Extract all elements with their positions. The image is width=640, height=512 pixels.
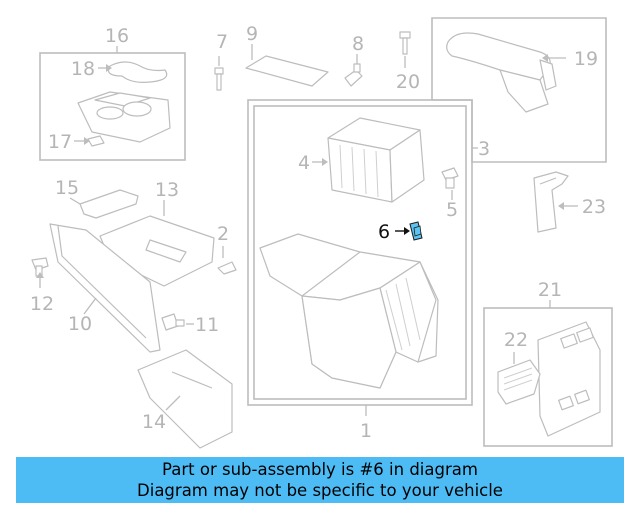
console-body-part[interactable] <box>259 233 439 389</box>
side-panel-10-part[interactable] <box>49 223 161 353</box>
pad-9-part[interactable] <box>245 55 329 87</box>
group-box-3 <box>247 99 473 406</box>
banner-line-2: Diagram may not be specific to your vehi… <box>137 481 503 500</box>
bracket-15-part[interactable] <box>79 189 139 219</box>
callout-19: 19 <box>574 48 598 70</box>
callout-17: 17 <box>48 131 72 153</box>
screw-20-part[interactable] <box>399 31 411 55</box>
screw-2-part[interactable] <box>217 261 237 275</box>
callout-15: 15 <box>55 177 79 199</box>
callout-23: 23 <box>582 196 606 218</box>
duct-23-part[interactable] <box>533 171 569 233</box>
callout-5: 5 <box>446 199 458 221</box>
inner-box-1 <box>253 105 467 400</box>
callout-9: 9 <box>246 23 258 45</box>
callout-6: 6 <box>378 221 390 243</box>
vent-22-part[interactable] <box>497 359 541 405</box>
cupholder-part[interactable] <box>77 61 171 143</box>
callout-3: 3 <box>478 138 490 160</box>
callout-12: 12 <box>30 293 54 315</box>
callout-10: 10 <box>68 313 92 335</box>
callout-16: 16 <box>105 25 129 47</box>
callout-11: 11 <box>195 314 219 336</box>
banner-line-1: Part or sub-assembly is #6 in diagram <box>162 460 478 479</box>
callout-18: 18 <box>71 58 95 80</box>
group-box-21 <box>483 307 613 447</box>
callout-20: 20 <box>396 71 420 93</box>
clip-5-part[interactable] <box>441 167 459 189</box>
clip-17-part[interactable] <box>87 135 105 147</box>
fastener-8-part[interactable] <box>344 63 363 87</box>
highlighted-part-6[interactable] <box>409 221 423 241</box>
callout-2: 2 <box>217 223 229 245</box>
clip-11-part[interactable] <box>161 313 185 331</box>
cover-14-part[interactable] <box>137 349 233 449</box>
callout-14: 14 <box>142 411 166 433</box>
callout-8: 8 <box>352 33 364 55</box>
callout-7: 7 <box>216 31 228 53</box>
screw-7-part[interactable] <box>214 67 224 91</box>
callout-22: 22 <box>504 329 528 351</box>
rear-panel-21-part[interactable] <box>537 321 601 437</box>
callout-21: 21 <box>538 279 562 301</box>
info-banner: Part or sub-assembly is #6 in diagram Di… <box>16 457 624 503</box>
group-box-16 <box>39 52 186 161</box>
armrest-lid-part[interactable] <box>446 32 557 113</box>
callout-13: 13 <box>155 179 179 201</box>
callout-1: 1 <box>360 420 372 442</box>
callout-4: 4 <box>298 152 310 174</box>
storage-bin-4-part[interactable] <box>327 117 425 203</box>
